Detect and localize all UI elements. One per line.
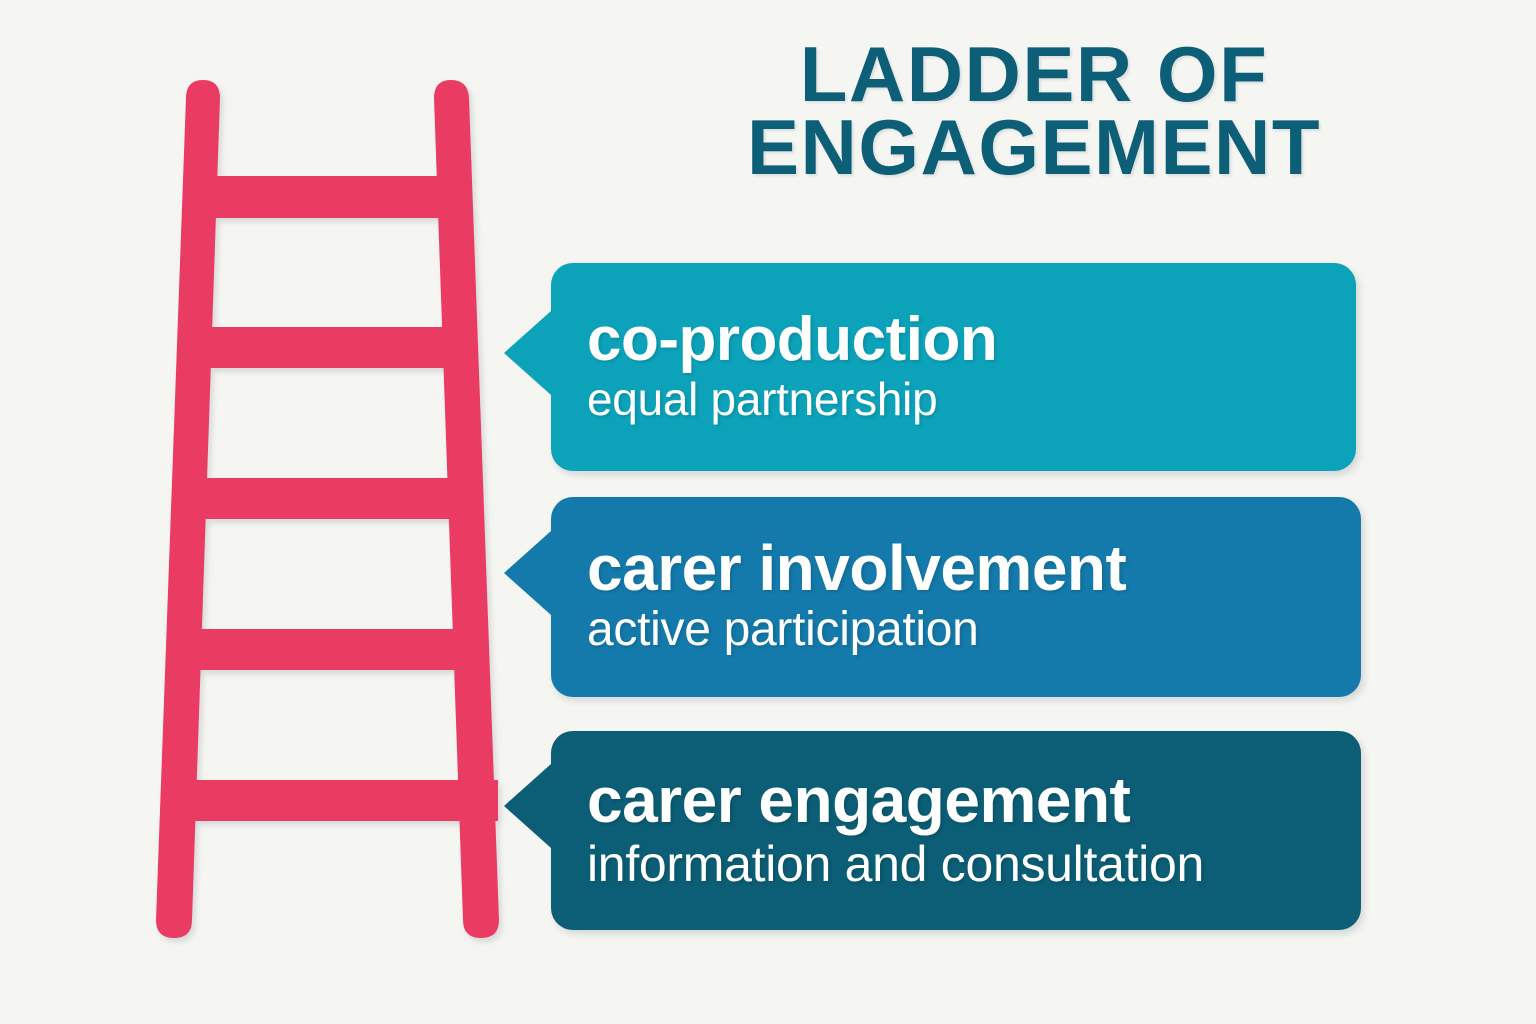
ladder-rail-left — [156, 80, 220, 938]
ladder-rung-4 — [172, 629, 488, 670]
banner-subtitle: information and consultation — [587, 835, 1204, 892]
ladder-body — [156, 80, 499, 938]
banner-title: co-production — [587, 305, 998, 374]
ladder-rung-1 — [196, 176, 458, 218]
level-banner-co-production[interactable]: co-production equal partnership — [504, 263, 1356, 471]
ladder-graphic — [156, 80, 499, 938]
ladder-rung-3 — [180, 478, 478, 519]
level-banner-carer-engagement[interactable]: carer engagement information and consult… — [504, 731, 1361, 930]
title-line-1: LADDER OF — [799, 30, 1269, 118]
ladder-rail-right — [434, 80, 499, 938]
ladder-rung-5 — [164, 780, 498, 821]
banner-content: carer involvement active participation — [551, 497, 1361, 697]
banner-pointer-icon — [504, 764, 551, 848]
banner-content: co-production equal partnership — [551, 263, 1356, 471]
banner-subtitle: equal partnership — [587, 373, 938, 426]
ladder-rung-2 — [188, 327, 468, 368]
banner-title: carer involvement — [587, 531, 1127, 604]
title-line-2: ENGAGEMENT — [746, 103, 1322, 192]
level-banner-carer-involvement[interactable]: carer involvement active participation — [504, 497, 1361, 697]
banner-pointer-icon — [504, 311, 551, 395]
banner-content: carer engagement information and consult… — [551, 731, 1361, 930]
banner-pointer-icon — [504, 531, 551, 615]
page-title: LADDER OF ENGAGEMENT — [700, 30, 1368, 192]
banner-title: carer engagement — [587, 764, 1131, 837]
banner-subtitle: active participation — [587, 603, 979, 657]
